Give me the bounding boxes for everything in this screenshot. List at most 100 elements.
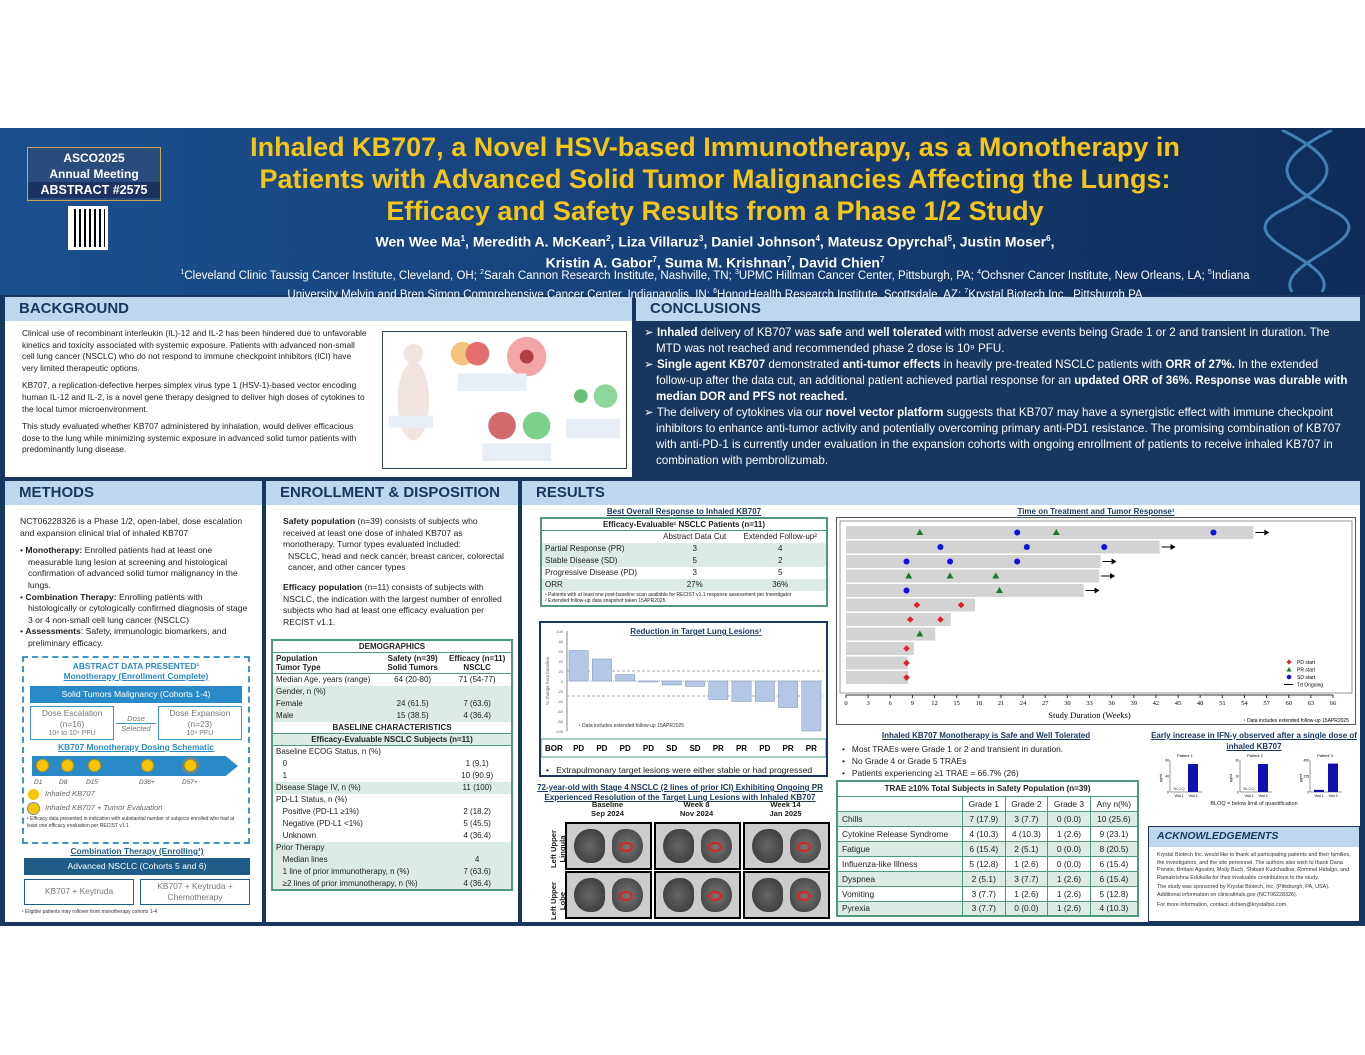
table-cell: 5 (45.5) <box>463 819 491 828</box>
dna-helix-decoration <box>1263 130 1351 292</box>
safety-bullet: • Most TRAEs were Grade 1 or 2 and trans… <box>842 743 1142 755</box>
pr-start-marker <box>905 572 913 579</box>
combo-box: KB707 + Keytruda + Chemotherapy <box>140 879 250 905</box>
table-cell: Grade 3 <box>1047 795 1091 812</box>
section-heading: ACKNOWLEDGEMENTS <box>1149 827 1359 847</box>
lesion-marker <box>797 841 812 852</box>
box-n: (n=16) <box>59 718 85 729</box>
ifn-title: Early increase in IFN-γ observed after a… <box>1151 731 1357 751</box>
table-cell: 1 line of prior immunotherapy, n (%) <box>272 865 444 878</box>
table-cell: 4 (36.4) <box>463 831 491 840</box>
table-cell: Any n(%) <box>1089 795 1139 812</box>
separator: , <box>951 233 960 250</box>
safety-text: (n=39) consists of subjects who received… <box>283 516 478 550</box>
separator: , <box>465 233 473 250</box>
table-cell: Stable Disease (SD) <box>541 554 655 567</box>
table-cell: Median Age, years (range) <box>276 675 371 685</box>
table-cell: Male <box>272 709 382 722</box>
table-cell: 8 (20.5) <box>1089 840 1139 857</box>
arrow-bullet-icon: ➢ <box>644 406 657 419</box>
y-tick-label: -80 <box>557 719 564 724</box>
combination-section: Combination Therapy (Enrolling¹) Advance… <box>22 846 252 915</box>
solid-tumors-bar: Solid Tumors Malignancy (Cohorts 1-4) <box>30 686 242 703</box>
y-tick-label: 225 <box>1303 775 1309 779</box>
timepoint: Week 14 <box>770 800 801 809</box>
bloq-label: BLOQ <box>1243 786 1254 791</box>
separator: , <box>703 233 712 250</box>
author-name: Liza Villaruz <box>618 233 699 250</box>
table-cell: 0 (0.0) <box>1047 840 1091 857</box>
bullet-text: Enrolled patients had at least one measu… <box>28 545 238 590</box>
table-cell: 3 (7.7) <box>961 885 1006 902</box>
patient-bar <box>846 598 976 612</box>
table-cell: 1 (2.6) <box>1047 870 1091 887</box>
ct-scan-image <box>743 871 830 919</box>
arrow-bullet-icon: ➢ <box>644 326 657 339</box>
legend-label: PR start <box>1297 668 1316 674</box>
table-cell: Gender, n (%) <box>272 685 382 698</box>
conclusions-list: ➢ Inhaled delivery of KB707 was safe and… <box>636 321 1360 469</box>
table-cell: 64 (20-80) <box>394 675 432 685</box>
conclusion-text: novel vector platform <box>825 406 944 419</box>
patient-bar <box>846 613 951 626</box>
table-row: ≥2 lines of prior immunotherapy, n (%)4 … <box>272 877 512 890</box>
sd-start-marker <box>937 544 944 550</box>
table-cell: 5 <box>654 554 735 567</box>
author-affiliation-number: 7 <box>652 254 657 264</box>
background-panel: BACKGROUND Clinical use of recombinant i… <box>5 297 632 477</box>
abstract-number: ABSTRACT #2575 <box>28 182 160 198</box>
author-line: Kristin A. Gabor7, Suma M. Krishnan7, Da… <box>180 251 1250 272</box>
date: Sep 2024 <box>591 809 624 818</box>
qr-code[interactable] <box>68 206 108 250</box>
bor-category: PD <box>573 744 584 753</box>
conclusions-panel: CONCLUSIONS ➢ Inhaled delivery of KB707 … <box>636 297 1360 477</box>
author-name: Mateusz Opyrchal <box>827 233 948 250</box>
dose-selected-arrow: Dose Selected <box>114 714 158 733</box>
table-cell: 6 (15.4) <box>961 840 1006 857</box>
header-line: Solid Tumors <box>387 663 438 672</box>
table-cell: Chills <box>836 810 963 827</box>
patient-bar <box>846 656 908 670</box>
author-name: Kristin A. Gabor <box>545 254 653 271</box>
bloq-label: BLOQ <box>1173 786 1184 791</box>
ct-scan-image <box>654 871 741 919</box>
conclusion-text: delivery of KB707 was <box>697 326 819 339</box>
waterfall-bar <box>615 674 636 682</box>
table-cell: 3 (7.7) <box>961 900 1006 917</box>
table-cell: 10 (90.9) <box>461 771 494 780</box>
pr-start-marker <box>992 572 1000 579</box>
bullet-text: Most TRAEs were Grade 1 or 2 and transie… <box>851 744 1064 754</box>
table-cell: 5 (12.8) <box>1089 885 1139 902</box>
note-text: Extrapulmonary target lesions were eithe… <box>556 765 813 775</box>
safety-label: Safety population <box>283 516 356 526</box>
region: Left Upper <box>549 830 558 868</box>
table-cell: ¹ Patients with at least one post-baseli… <box>541 591 827 606</box>
waterfall-bar <box>661 680 682 686</box>
dose-escalation-box: Dose Escalation (n=16) 10⁸ to 10⁹ PFU <box>30 706 115 740</box>
ct-scan-image <box>565 871 652 919</box>
table-cell: 6 (15.4) <box>1089 870 1139 887</box>
y-tick-label: 10 <box>1235 775 1239 779</box>
x-tick-label: 9 <box>911 700 914 707</box>
table-cell <box>381 685 444 698</box>
date: Nov 2024 <box>679 809 714 818</box>
table-cell: 2 (5.1) <box>1004 840 1049 857</box>
patient-bar <box>846 642 914 655</box>
conclusion-text: demonstrated <box>765 358 843 371</box>
waterfall-bar <box>685 680 705 687</box>
table-cell: ORR <box>541 578 655 591</box>
y-tick-label: 450 <box>1303 759 1309 763</box>
y-tick-label: 40 <box>559 659 564 664</box>
author-name: Justin Moser <box>959 233 1047 250</box>
x-tick-label: 42 <box>1153 700 1160 707</box>
ack-paragraph: The study was sponsored by Krystal Biote… <box>1157 884 1330 898</box>
bor-category: PD <box>596 744 607 753</box>
